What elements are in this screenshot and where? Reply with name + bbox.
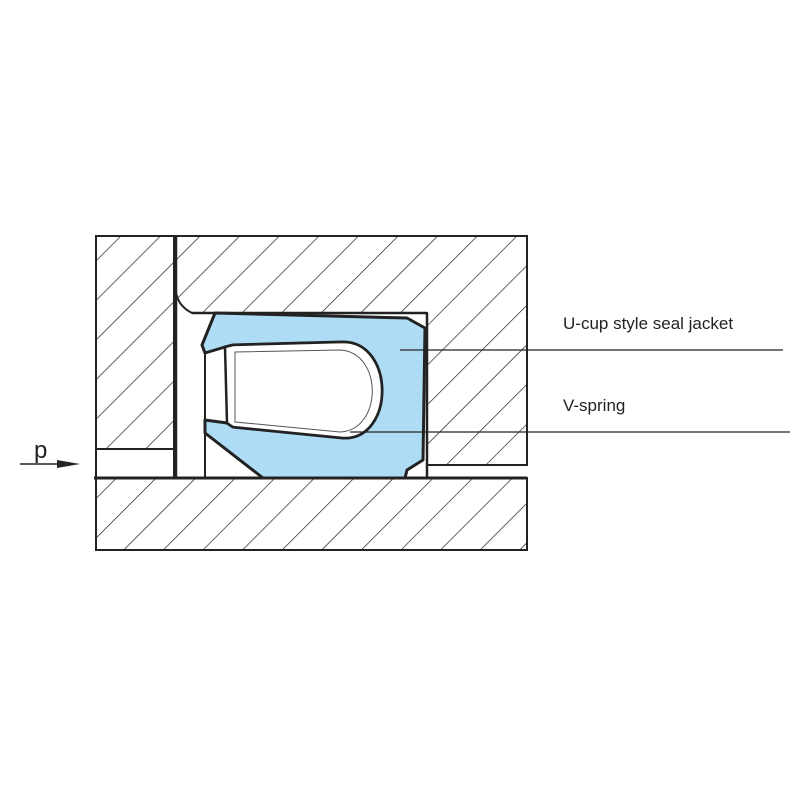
spring-label: V-spring <box>563 396 625 415</box>
shaft <box>95 477 528 551</box>
left-housing <box>95 235 175 450</box>
jacket-label: U-cup style seal jacket <box>563 314 733 333</box>
v-spring-inner <box>234 349 373 433</box>
pressure-arrow-icon <box>20 460 80 468</box>
pressure-label: p <box>34 437 47 464</box>
left-gap <box>95 448 175 479</box>
